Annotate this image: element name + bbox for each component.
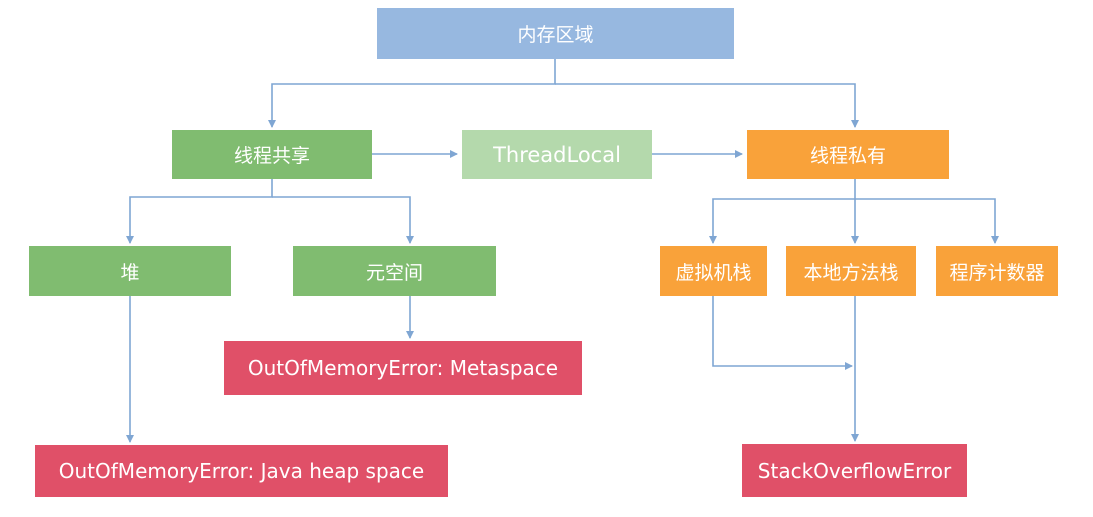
connector-private-pc <box>855 198 999 244</box>
connector-root-shared <box>268 59 556 128</box>
native-method-stack-node: 本地方法栈 <box>786 246 916 296</box>
stackoverflow-error-node: StackOverflowError <box>742 444 967 497</box>
oom-metaspace-node: OutOfMemoryError: Metaspace <box>224 341 582 395</box>
oom-heap-node: OutOfMemoryError: Java heap space <box>35 445 448 497</box>
memory-area-node: 内存区域 <box>377 8 734 59</box>
heap-node: 堆 <box>29 246 231 296</box>
connector-private-vmstack <box>709 179 856 244</box>
program-counter-node: 程序计数器 <box>936 246 1058 296</box>
threadlocal-node: ThreadLocal <box>462 130 652 179</box>
connector-vmstack-soe <box>712 296 853 370</box>
thread-shared-node: 线程共享 <box>172 130 372 179</box>
connector-root-private <box>555 83 859 128</box>
vm-stack-node: 虚拟机栈 <box>660 246 767 296</box>
metaspace-node: 元空间 <box>293 246 496 296</box>
thread-private-node: 线程私有 <box>747 130 949 179</box>
connector-shared-metaspace <box>272 196 414 244</box>
connector-shared-heap <box>126 179 273 244</box>
